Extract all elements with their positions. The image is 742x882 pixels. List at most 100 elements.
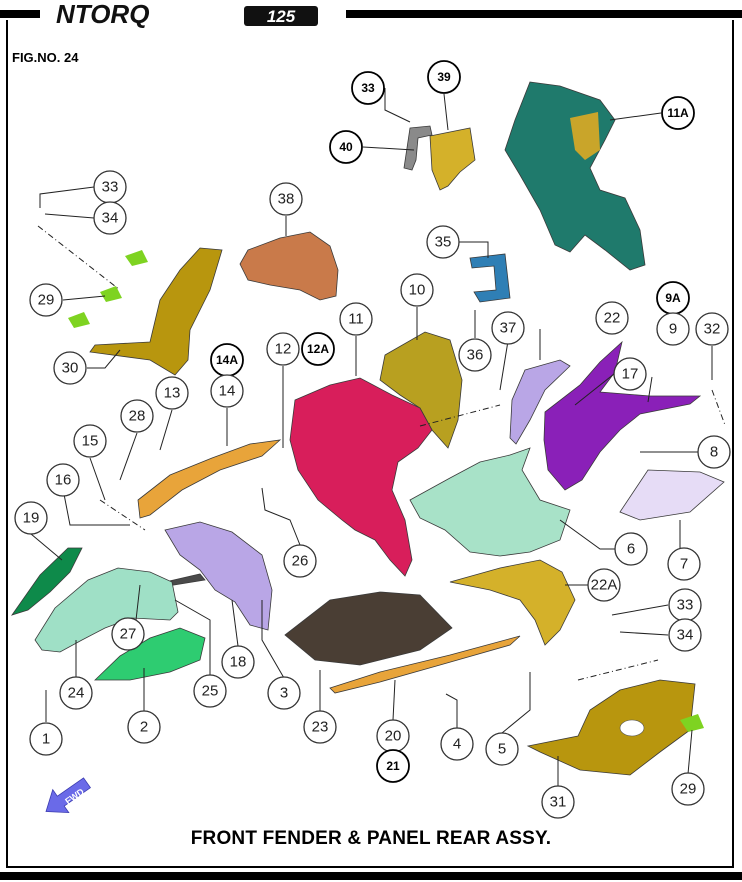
callout-2: 2 xyxy=(127,710,161,744)
svg-text:30: 30 xyxy=(62,360,79,377)
callout-34: 34 xyxy=(668,618,702,652)
svg-text:1: 1 xyxy=(42,731,50,748)
leader-line xyxy=(392,679,396,721)
callout-5: 5 xyxy=(485,732,519,766)
svg-text:2: 2 xyxy=(140,719,148,736)
svg-text:11: 11 xyxy=(348,311,364,328)
part-22-strip xyxy=(329,635,521,694)
leader-line xyxy=(501,672,531,734)
clip-icon xyxy=(100,286,122,302)
dash-line xyxy=(99,499,146,531)
part-9-panel-rear xyxy=(543,340,702,491)
svg-text:3: 3 xyxy=(280,685,288,702)
part-38-cover xyxy=(239,231,339,301)
svg-text:33: 33 xyxy=(677,597,694,614)
svg-text:11A: 11A xyxy=(667,106,689,120)
model-number: 125 xyxy=(267,7,296,26)
svg-text:23: 23 xyxy=(312,719,329,736)
part-6-floor-board xyxy=(409,447,571,557)
part-19-fender-cover xyxy=(10,547,83,616)
leader-line xyxy=(261,487,301,546)
part-24-front-fender xyxy=(34,567,179,653)
callout-16: 16 xyxy=(46,463,80,497)
svg-text:39: 39 xyxy=(437,70,451,84)
part-18-inner-panel xyxy=(164,521,273,631)
leader-line xyxy=(119,432,138,481)
leader-line xyxy=(87,349,121,369)
svg-text:13: 13 xyxy=(164,385,181,402)
header-bar xyxy=(0,10,742,18)
part-10-cover xyxy=(379,331,463,449)
leader-line xyxy=(30,533,63,561)
svg-text:34: 34 xyxy=(102,210,119,227)
callout-38: 38 xyxy=(269,182,303,216)
callout-1: 1 xyxy=(29,722,63,756)
part-30-bracket xyxy=(89,247,223,376)
callout-4: 4 xyxy=(440,727,474,761)
leader-line xyxy=(62,295,106,301)
callout-14a: 14A xyxy=(210,343,244,377)
callout-15: 15 xyxy=(73,424,107,458)
svg-text:5: 5 xyxy=(498,741,506,758)
callout-19: 19 xyxy=(14,501,48,535)
dash-line xyxy=(37,225,121,291)
leader-line xyxy=(384,88,411,123)
svg-text:37: 37 xyxy=(500,320,517,337)
callout-17: 17 xyxy=(613,357,647,391)
leader-line xyxy=(135,584,141,621)
leader-line xyxy=(261,600,285,679)
svg-text:24: 24 xyxy=(68,685,85,702)
svg-text:21: 21 xyxy=(386,759,400,773)
diagram-frame xyxy=(6,20,734,868)
callout-30: 30 xyxy=(53,351,87,385)
callout-34: 34 xyxy=(93,201,127,235)
callout-39: 39 xyxy=(427,60,461,94)
part-31-hole xyxy=(619,719,645,737)
callout-37: 37 xyxy=(491,311,525,345)
part-31-bracket xyxy=(526,679,696,776)
svg-text:8: 8 xyxy=(710,444,718,461)
part-40-stay xyxy=(403,125,433,171)
svg-text:7: 7 xyxy=(680,556,688,573)
svg-text:16: 16 xyxy=(55,472,72,489)
svg-text:34: 34 xyxy=(677,627,694,644)
callout-27: 27 xyxy=(111,617,145,651)
part-11a-cover xyxy=(504,81,646,271)
svg-text:22A: 22A xyxy=(591,577,618,594)
callout-12a: 12A xyxy=(301,332,335,366)
svg-text:18: 18 xyxy=(230,654,247,671)
callout-11a: 11A xyxy=(661,96,695,130)
leader-line xyxy=(459,241,489,258)
callout-40: 40 xyxy=(329,130,363,164)
svg-text:33: 33 xyxy=(361,81,375,95)
clip-icon xyxy=(125,250,148,266)
svg-text:9: 9 xyxy=(669,321,677,338)
leader-line xyxy=(609,112,662,121)
callout-14: 14 xyxy=(210,374,244,408)
dash-line xyxy=(711,389,726,426)
part-23-undercover xyxy=(284,591,453,666)
leader-line xyxy=(174,599,211,675)
svg-text:33: 33 xyxy=(102,179,119,196)
callout-9: 9 xyxy=(656,312,690,346)
svg-text:4: 4 xyxy=(453,736,461,753)
svg-text:15: 15 xyxy=(82,433,99,450)
dash-line xyxy=(577,659,659,681)
svg-text:38: 38 xyxy=(278,191,295,208)
callout-10: 10 xyxy=(400,273,434,307)
svg-text:29: 29 xyxy=(38,292,55,309)
leader-line xyxy=(89,457,106,501)
svg-text:14A: 14A xyxy=(216,353,238,367)
leader-line xyxy=(647,376,653,403)
leader-line xyxy=(499,340,509,391)
leader-line xyxy=(62,488,130,526)
svg-text:31: 31 xyxy=(550,794,567,811)
callout-6: 6 xyxy=(614,532,648,566)
callout-23: 23 xyxy=(303,710,337,744)
clip-icon xyxy=(68,312,90,328)
leader-line xyxy=(687,729,693,775)
callout-9a: 9A xyxy=(656,281,690,315)
svg-text:26: 26 xyxy=(292,553,309,570)
leader-line xyxy=(619,631,669,636)
